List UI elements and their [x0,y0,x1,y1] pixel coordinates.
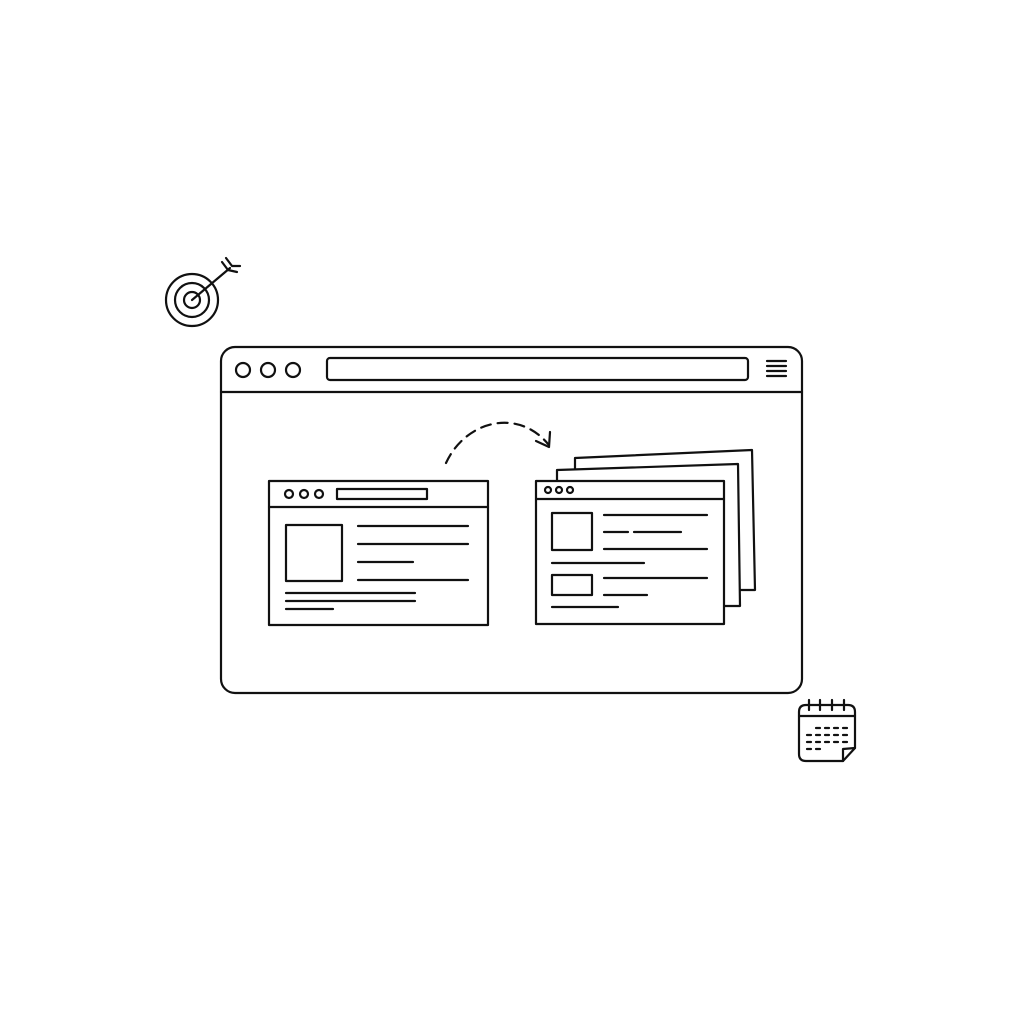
window-dot-icon [313,488,325,500]
calendar-icon [797,698,857,763]
source-address-bar [335,487,429,501]
target-icon [164,256,242,328]
window-dot-icon [259,361,277,379]
text-lines [284,524,470,611]
source-page [267,479,490,627]
window-dot-icon [234,361,252,379]
window-dot-icon [298,488,310,500]
window-dot-icon [283,488,295,500]
small-image-placeholder [550,573,594,597]
address-bar [325,356,750,382]
window-control-dots [234,361,302,379]
hamburger-menu-icon [765,359,788,378]
calendar-days [805,726,849,751]
source-page-frame [267,479,490,627]
window-dot-icon [543,485,553,495]
image-placeholder [284,523,344,583]
window-dot-icon [554,485,564,495]
window-dot-icon [284,361,302,379]
dashed-arrow-icon [444,421,552,465]
front-page [534,479,726,626]
page-stack [534,448,757,626]
window-dot-icon [565,485,575,495]
image-placeholder [550,511,594,552]
